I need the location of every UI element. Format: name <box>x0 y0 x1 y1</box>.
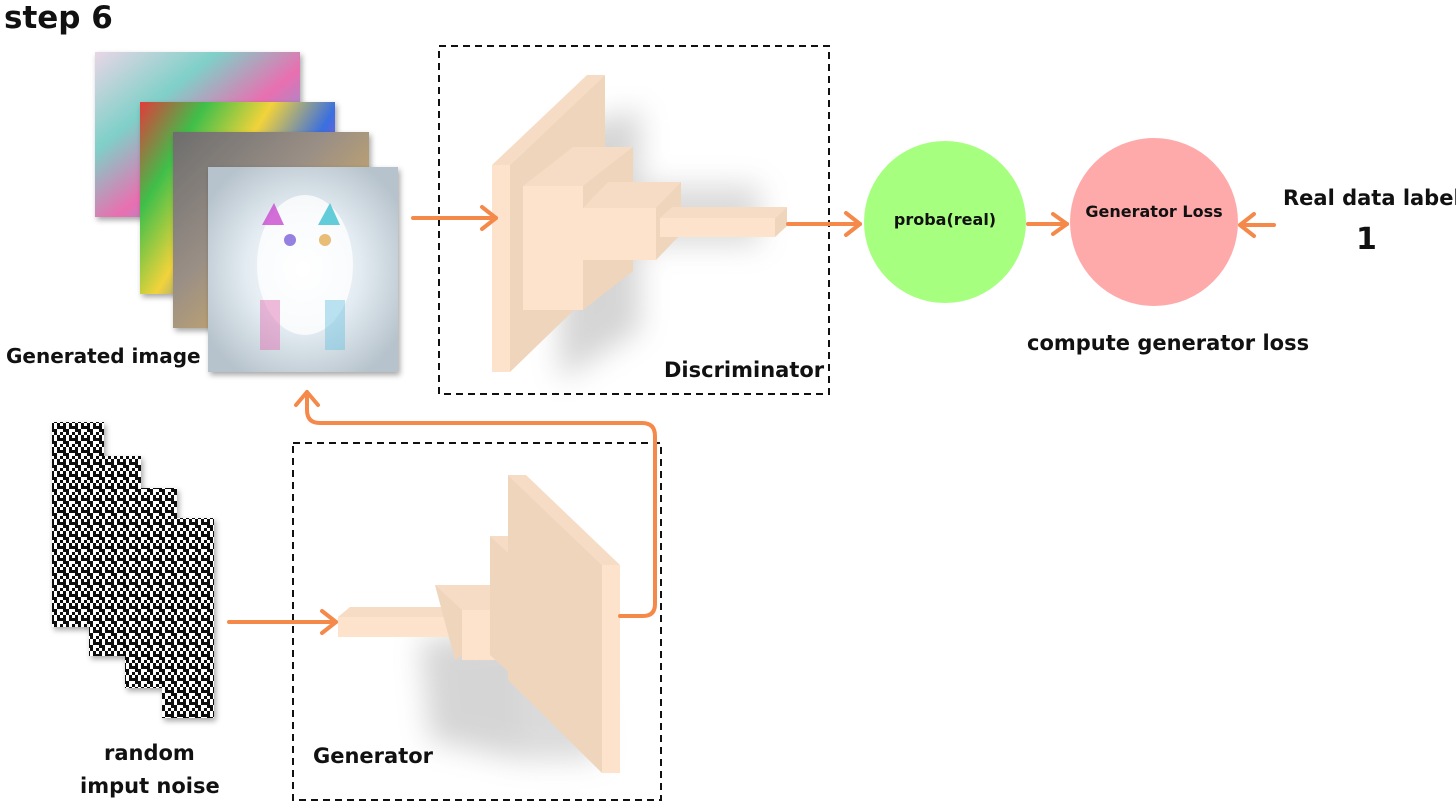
arrow-image-to-discriminator <box>411 205 498 231</box>
arrow-discriminator-to-proba <box>786 211 862 237</box>
noise-images-stack-icon <box>52 422 214 718</box>
arrow-label-to-loss <box>1238 212 1276 238</box>
generator-loss-label: Generator Loss <box>1085 202 1223 221</box>
generator-loss-node <box>1070 138 1238 306</box>
arrow-proba-to-loss <box>1026 212 1069 236</box>
arrow-generator-to-image <box>294 390 657 618</box>
noise-label-line2: imput noise <box>80 774 220 798</box>
generator-network-icon <box>338 475 620 773</box>
generator-label: Generator <box>313 744 434 768</box>
proba-real-label: proba(real) <box>893 210 997 229</box>
arrow-noise-to-generator <box>227 609 338 635</box>
real-data-label-value: 1 <box>1356 222 1377 257</box>
discriminator-label: Discriminator <box>664 358 825 382</box>
proba-real-node <box>864 141 1026 303</box>
discriminator-network-icon <box>492 75 787 372</box>
generated-images-stack-icon <box>95 52 398 372</box>
compute-loss-caption: compute generator loss <box>1027 331 1310 355</box>
generated-image-label: Generated image <box>6 344 201 368</box>
noise-label-line1: random <box>104 741 195 765</box>
step-title: step 6 <box>4 0 113 36</box>
generator-box <box>292 442 662 801</box>
real-data-label-text: Real data label <box>1283 186 1456 210</box>
